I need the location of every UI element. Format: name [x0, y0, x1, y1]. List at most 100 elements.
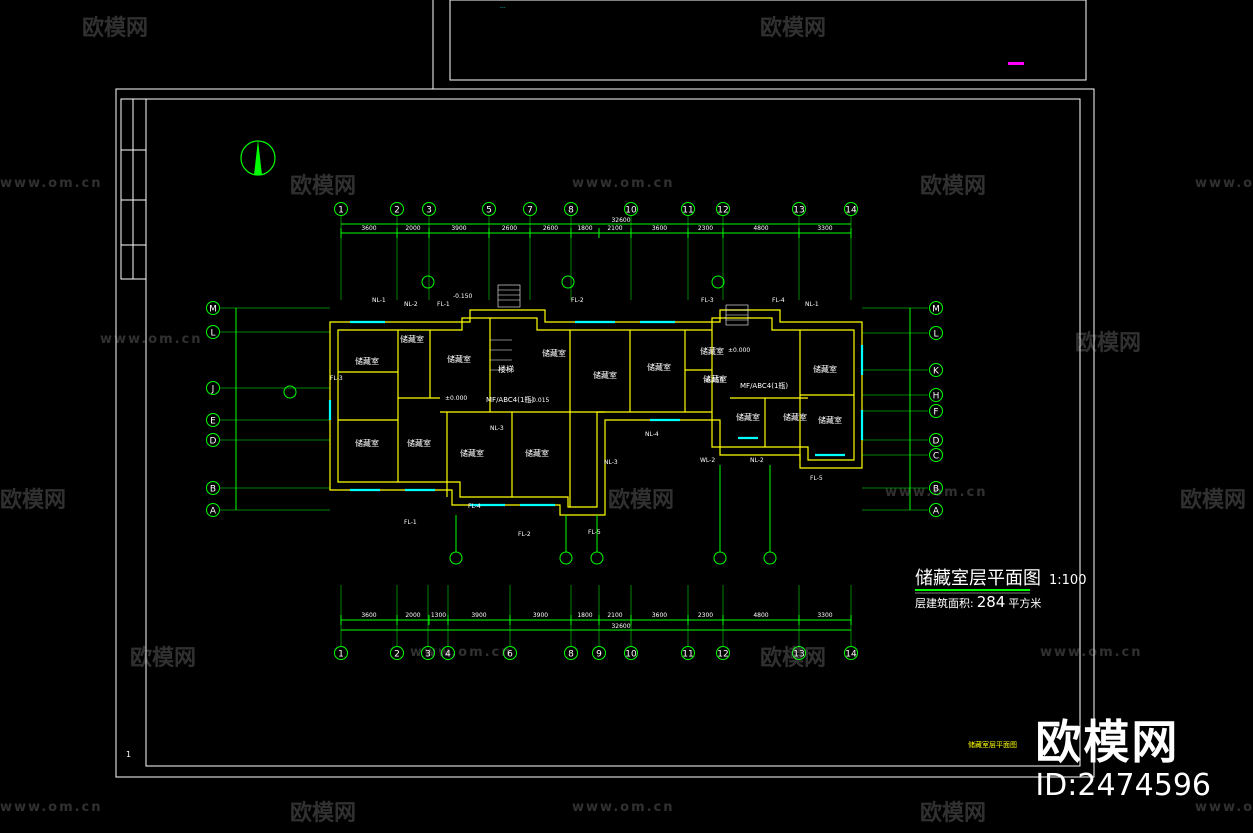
watermark: 欧模网 [290, 801, 357, 826]
elevation-label: ±0.000 [445, 395, 467, 402]
axis-label: D [933, 437, 940, 447]
drawing-title: 储藏室层平面图 [915, 568, 1041, 589]
svg-text:...: ... [500, 3, 506, 10]
axis-label: F [933, 408, 938, 418]
axis-label: 2 [394, 650, 400, 660]
pipe-label: NL-1 [372, 297, 386, 304]
axis-label: E [210, 417, 216, 427]
axis-label: M [932, 305, 940, 315]
axis-bubble [390, 202, 404, 216]
brand-logo: 欧模网 [1035, 715, 1180, 769]
dimension-label: 3900 [533, 612, 548, 619]
area-unit: 平方米 [1008, 597, 1042, 610]
dimension-total: 32600 [611, 217, 630, 224]
axis-label: B [210, 485, 216, 495]
room-label: 储藏室 [407, 438, 431, 448]
axis-label: 7 [527, 206, 533, 216]
axis-label: H [933, 392, 940, 402]
room-label: 储藏室 [783, 412, 807, 422]
elevation-label: -0.150 [704, 377, 724, 384]
page-number: 1 [126, 750, 131, 759]
axis-bubble [844, 202, 858, 216]
axis-bubble [334, 202, 348, 216]
axis-label: A [933, 507, 940, 517]
pipe-label: FL-3 [701, 297, 714, 304]
dimension-label: 1300 [431, 612, 446, 619]
axis-label: 5 [486, 206, 492, 216]
room-label: 储藏室 [400, 334, 424, 344]
pipe-label: NL-1 [805, 301, 819, 308]
watermark-url: www.om.cn [100, 332, 203, 347]
room-label: 储藏室 [355, 356, 379, 366]
north-arrow-icon [240, 140, 276, 176]
watermark-url: www.om.cn [885, 485, 988, 500]
axis-label: 6 [507, 650, 513, 660]
axis-bubble [422, 202, 436, 216]
axis-bubble [206, 481, 220, 495]
upper-sheet-notes: ... [500, 3, 506, 10]
dimension-label: 2600 [502, 225, 517, 232]
pipe-label: FL-1 [437, 301, 450, 308]
dimension-label: 2600 [543, 225, 558, 232]
room-label: 储藏室 [542, 348, 566, 358]
axis-bubble [792, 202, 806, 216]
pipe-label: FL-4 [772, 297, 785, 304]
room-label: 储藏室 [703, 374, 727, 384]
dimension-label: 3300 [817, 612, 832, 619]
axis-bubble [441, 646, 455, 660]
room-label: 储藏室 [447, 354, 471, 364]
watermark-url: www.om.cn [1195, 176, 1253, 191]
watermark-url: www.om.cn [410, 645, 513, 660]
axis-bubble [929, 388, 943, 402]
axis-label: C [933, 452, 939, 462]
pipe-label: FL-5 [810, 475, 823, 482]
watermark: 欧模网 [0, 488, 67, 513]
axis-label: K [933, 367, 940, 377]
axis-label: 10 [625, 650, 637, 660]
axis-bubble [206, 503, 220, 517]
axis-label: 11 [682, 206, 693, 216]
axis-bubble [929, 433, 943, 447]
watermark: 欧模网 [760, 16, 827, 41]
axis-label: 9 [596, 650, 602, 660]
axis-bubble [206, 325, 220, 339]
axis-bubble [564, 202, 578, 216]
axis-label: M [209, 305, 217, 315]
axis-label: 3 [426, 206, 432, 216]
axis-label: 2 [394, 206, 400, 216]
dimension-label: 2000 [405, 225, 420, 232]
axis-label: 3 [425, 650, 431, 660]
dimension-label: 1800 [577, 612, 592, 619]
pipe-label: NL-3 [490, 425, 504, 432]
watermark-url: www.om.cn [0, 800, 103, 815]
dimension-label: 2000 [405, 612, 420, 619]
axis-bubble [716, 202, 730, 216]
watermark: 欧模网 [920, 174, 987, 199]
axis-label: A [210, 507, 217, 517]
axis-bubble [929, 404, 943, 418]
axis-label: 12 [717, 650, 728, 660]
watermark-url: www.om.cn [572, 800, 675, 815]
watermark: 欧模网 [1180, 488, 1247, 513]
axis-bubble [482, 202, 496, 216]
watermark: 欧模网 [82, 16, 149, 41]
room-label: 储藏室 [355, 438, 379, 448]
axis-bubble [592, 646, 606, 660]
pipe-label: FL-2 [518, 531, 531, 538]
pipe-label: FL-5 [588, 529, 601, 536]
axis-label: 14 [845, 650, 857, 660]
axis-bubble [624, 202, 638, 216]
axis-label: 11 [682, 650, 693, 660]
pipe-markers [283, 275, 777, 565]
axis-label: 12 [717, 206, 728, 216]
axis-label: 8 [568, 206, 574, 216]
axis-bubble [206, 381, 220, 395]
axis-label: 13 [793, 650, 804, 660]
axis-bubble [844, 646, 858, 660]
watermark-url: www.om.cn [0, 176, 103, 191]
axis-bubble [792, 646, 806, 660]
axis-bubble [523, 202, 537, 216]
